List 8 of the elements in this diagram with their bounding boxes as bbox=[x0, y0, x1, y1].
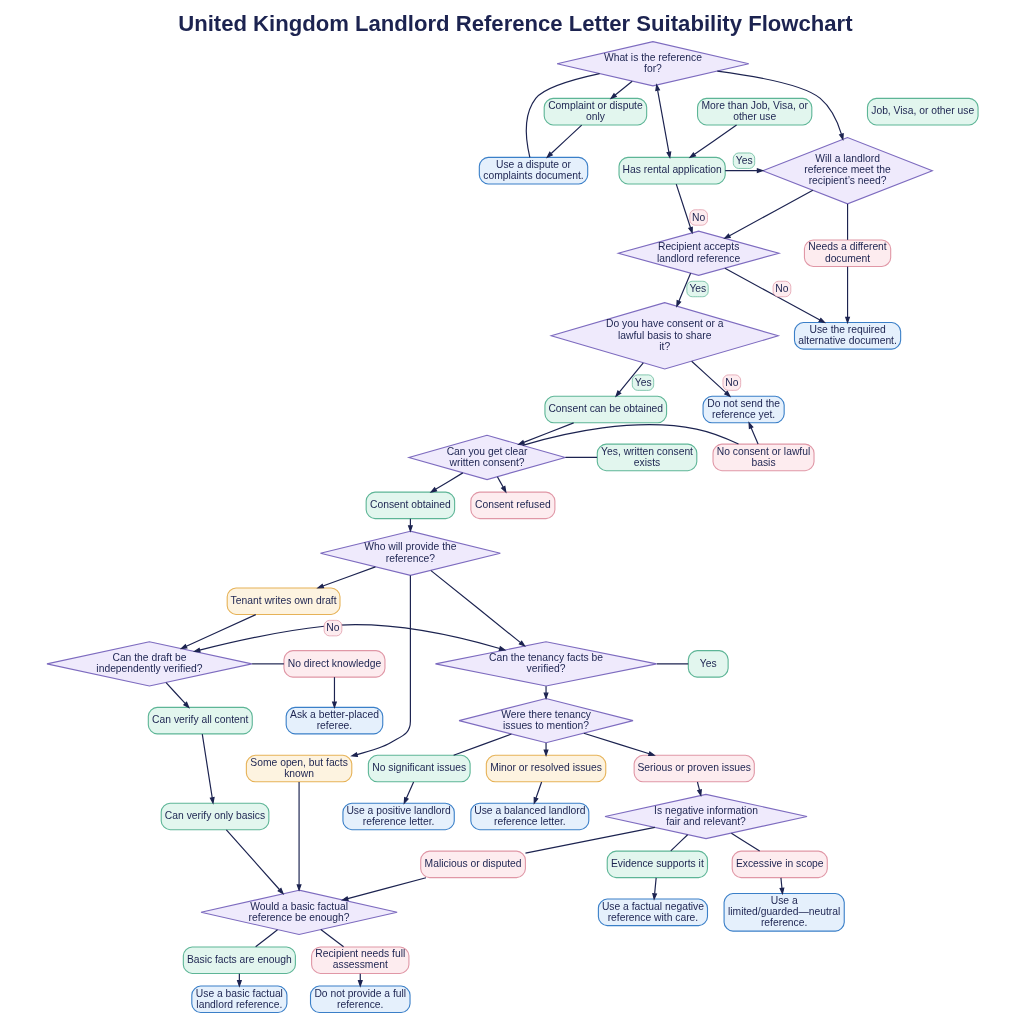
edge-label: Yes bbox=[735, 154, 753, 166]
edge-label: No bbox=[774, 283, 788, 295]
edge-label: No bbox=[724, 376, 738, 388]
edge-label: No bbox=[691, 211, 705, 223]
edge-label: Yes bbox=[688, 283, 706, 295]
edge-label: No bbox=[325, 622, 340, 634]
diagram-title: United Kingdom Landlord Reference Letter Suitability Flowchart bbox=[177, 11, 853, 37]
edge-label: Yes bbox=[634, 376, 652, 388]
